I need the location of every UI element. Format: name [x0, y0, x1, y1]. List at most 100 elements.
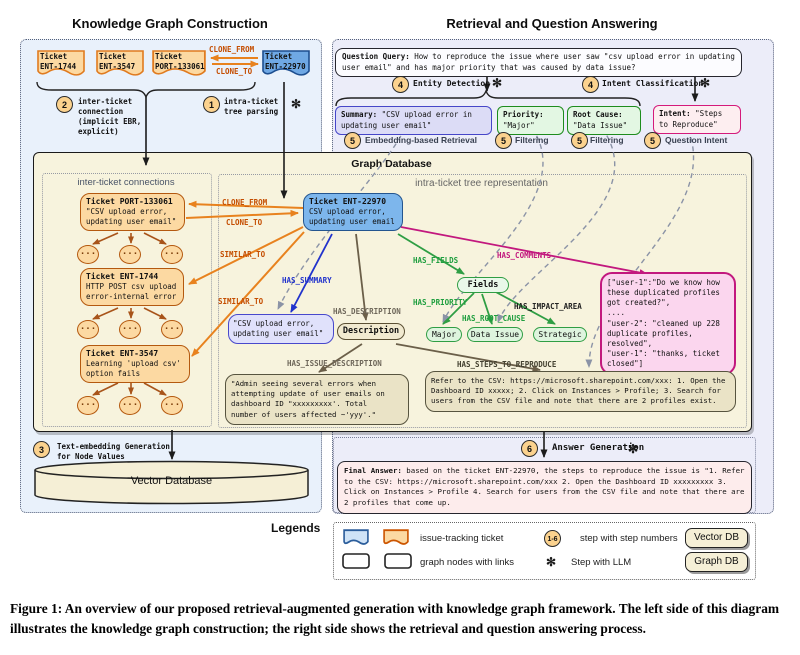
has-fields-label: HAS_FIELDS: [413, 256, 459, 265]
tree-dot: ...: [119, 396, 141, 415]
tree-dot: ...: [161, 396, 183, 415]
tree-dot: ...: [77, 320, 99, 339]
has-steps-label: HAS_STEPS_TO_REPRODUCE: [457, 360, 557, 369]
intent-entity-text: "Steps to Reproduce": [659, 109, 723, 129]
node-major: Major: [426, 327, 462, 342]
step-5a-badge: 5: [344, 132, 361, 149]
priority-entity-text: "Major": [503, 120, 535, 130]
node-ent3547-body: Learning 'upload csv' option fails: [86, 359, 181, 379]
step-1-badge: 1: [203, 96, 220, 113]
clone-to-top-label: CLONE_TO: [216, 67, 253, 76]
ticket-ent1744-label: Ticket ENT-1744: [40, 52, 77, 71]
legend-blue-ticket-icon: [343, 529, 369, 545]
question-query-label: Question Query:: [342, 52, 410, 61]
similar-to-label-1: SIMILAR_TO: [220, 250, 266, 259]
final-answer-label: Final Answer:: [344, 466, 402, 475]
clone-from-label: CLONE_FROM: [222, 198, 268, 207]
has-root-cause-label: HAS_ROOT_CAUSE: [462, 314, 526, 323]
final-answer-box: Final Answer: based on the ticket ENT-22…: [337, 461, 752, 514]
answer-generation-label: Answer Generation: [552, 443, 645, 453]
has-summary-label: HAS_SUMMARY: [282, 276, 332, 285]
tree-dot: ...: [77, 245, 99, 264]
ticket-shape-ent3547: [96, 50, 144, 76]
root-cause-entity-box: Root Cause: "Data Issue": [567, 106, 641, 135]
inter-ticket-label: inter-ticket connections: [77, 177, 175, 188]
node-port133061-title: Ticket PORT-133061: [86, 197, 173, 206]
filtering-label-2: Filtering: [590, 135, 624, 145]
graph-database-label: Graph Database: [351, 158, 432, 170]
node-port133061-body: "CSV upload error, updating user email": [86, 207, 177, 227]
ticket-shape-port133061: [152, 50, 206, 76]
legend-ticket-label: issue-tracking ticket: [420, 533, 504, 544]
clone-from-top-label: CLONE_FROM: [209, 45, 255, 54]
tree-dot: ...: [161, 245, 183, 264]
node-ent22970: Ticket ENT-22970 CSV upload error, updat…: [303, 193, 403, 231]
node-description: Description: [337, 323, 405, 340]
step-6-badge: 6: [521, 440, 538, 457]
vector-db-label: Vector Database: [130, 475, 213, 487]
clone-to-label: CLONE_TO: [226, 218, 263, 227]
has-comments-label: HAS_COMMENTS: [497, 251, 552, 260]
intra-ticket-label: intra-ticket tree representation: [415, 178, 548, 189]
legend-step-label: step with step numbers: [580, 533, 678, 544]
node-ent3547: Ticket ENT-3547 Learning 'upload csv' op…: [80, 345, 190, 383]
has-description-label: HAS_DESCRIPTION: [333, 307, 401, 316]
llm-icon: ✻: [700, 76, 711, 90]
filtering-label-1: Filtering: [515, 135, 549, 145]
intent-entity-box: Intent: "Steps to Reproduce": [653, 105, 741, 134]
root-cause-entity-text: "Data Issue": [573, 120, 628, 130]
legend-vector-db: Vector DB: [685, 528, 748, 548]
tree-dot: ...: [77, 396, 99, 415]
legend-nodes-label: graph nodes with links: [420, 557, 514, 568]
intent-classification-label: Intent Classification: [602, 79, 704, 88]
step-3-label: Text-embedding Generation for Node Value…: [57, 442, 170, 462]
node-fields: Fields: [457, 277, 509, 293]
legend-llm-label: Step with LLM: [571, 557, 632, 568]
tree-dot: ...: [119, 320, 141, 339]
ticket-port133061-label: Ticket PORT-133061: [155, 52, 205, 71]
root-cause-entity-label: Root Cause:: [573, 110, 623, 119]
node-comments: ["user-1":"Do we know how these duplicat…: [600, 272, 736, 376]
has-issue-description-label: HAS_ISSUE_DESCRIPTION: [287, 359, 382, 368]
legend-node-link-icon: [342, 553, 412, 569]
node-issue-description: "Admin seeing several errors when attemp…: [225, 374, 409, 425]
summary-entity-label: Summary:: [341, 110, 378, 119]
legend-orange-ticket-icon: [383, 529, 409, 545]
left-section-title: Knowledge Graph Construction: [72, 16, 268, 31]
question-query-text: How to reproduce the issue where user sa…: [342, 52, 735, 72]
node-strategic: Strategic: [533, 327, 587, 342]
question-query-box: Question Query: How to reproduce the iss…: [335, 48, 742, 77]
tree-dot: ...: [161, 320, 183, 339]
ticket-ent3547-label: Ticket ENT-3547: [99, 52, 136, 71]
node-data-issue: Data Issue: [467, 327, 523, 342]
question-intent-label: Question Intent: [665, 135, 728, 145]
priority-entity-label: Priority:: [503, 110, 544, 119]
llm-icon: ✻: [492, 76, 503, 90]
llm-icon: ✻: [291, 97, 302, 111]
ticket-shape-ent22970: [262, 50, 310, 76]
vector-db-cylinder: [34, 460, 309, 505]
step-5d-badge: 5: [644, 132, 661, 149]
step-3-badge: 3: [33, 441, 50, 458]
figure-caption: Figure 1: An overview of our proposed re…: [10, 601, 780, 637]
entity-detection-label: Entity Detection: [413, 79, 491, 88]
intent-entity-label: Intent:: [659, 109, 691, 118]
step-2-label: inter-ticket connection (implicit EBR, e…: [78, 97, 142, 137]
summary-entity-text: "CSV upload error in updating user email…: [341, 110, 472, 130]
step-2-badge: 2: [56, 96, 73, 113]
step-4b-badge: 4: [582, 76, 599, 93]
node-ent1744: Ticket ENT-1744 HTTP POST csv upload err…: [80, 268, 184, 306]
ticket-shape-ent1744: [37, 50, 85, 76]
right-section-title: Retrieval and Question Answering: [446, 16, 658, 31]
summary-entity-box: Summary: "CSV upload error in updating u…: [335, 106, 492, 135]
node-port133061: Ticket PORT-133061 "CSV upload error, up…: [80, 193, 185, 231]
priority-entity-box: Priority: "Major": [497, 106, 564, 135]
step-1-label: intra-ticket tree parsing: [224, 97, 279, 117]
legend-title: Legends: [271, 521, 321, 535]
node-steps-to-reproduce: Refer to the CSV: https://microsoft.shar…: [425, 371, 736, 412]
llm-icon: ✻: [546, 555, 557, 569]
legend-step-range-badge: 1-6: [544, 530, 561, 547]
node-summary: "CSV upload error, updating user email": [228, 314, 334, 345]
tree-dot: ...: [119, 245, 141, 264]
